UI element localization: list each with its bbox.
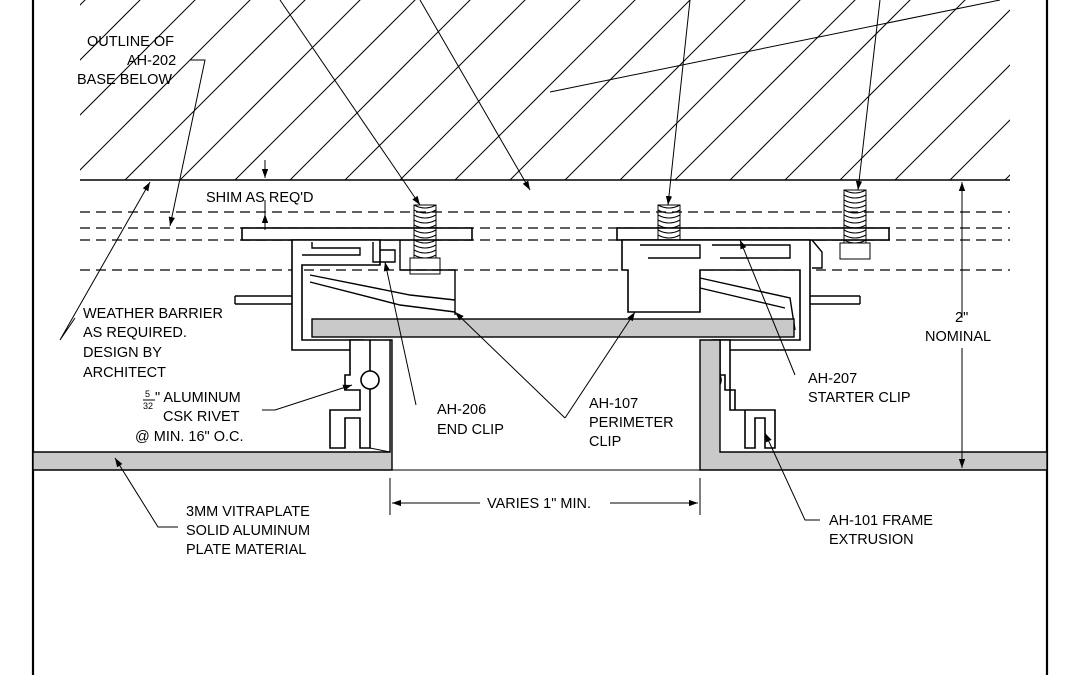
svg-text:NOMINAL: NOMINAL [925, 329, 991, 345]
callout-weather-barrier: WEATHER BARRIER AS REQUIRED. DESIGN BY A… [83, 306, 223, 381]
svg-text:2": 2" [955, 310, 968, 326]
svg-text:END CLIP: END CLIP [437, 422, 504, 438]
hatch-line [1050, 0, 1080, 190]
svg-text:" ALUMINUM: " ALUMINUM [155, 390, 241, 406]
hatch-line [124, 0, 306, 180]
svg-text:EXTRUSION: EXTRUSION [829, 532, 914, 548]
callout-vitraplate: 3MM VITRAPLATE SOLID ALUMINUM PLATE MATE… [186, 504, 310, 558]
hatch-line [80, 0, 251, 171]
hatch-line [894, 64, 1010, 180]
end-clip-extrusion [234, 239, 456, 351]
perimeter-clip-plate [311, 318, 795, 338]
svg-text:SOLID ALUMINUM: SOLID ALUMINUM [186, 523, 310, 539]
starter-clip-extrusion [621, 239, 861, 351]
svg-text:32: 32 [143, 401, 153, 411]
callout-end-clip: AH-206 END CLIP [437, 402, 504, 438]
hatch-line [179, 0, 361, 180]
svg-text:ARCHITECT: ARCHITECT [83, 365, 166, 381]
svg-text:CLIP: CLIP [589, 434, 621, 450]
hatch-line [839, 9, 1010, 180]
screw [839, 189, 871, 260]
hatch-line [729, 0, 911, 180]
hatch-line [949, 119, 1010, 180]
svg-text:5: 5 [145, 389, 150, 399]
hatch-line [80, 0, 141, 61]
svg-text:STARTER CLIP: STARTER CLIP [808, 390, 911, 406]
hatch-line [619, 0, 801, 180]
callout-frame-extrusion: AH-101 FRAME EXTRUSION [829, 513, 933, 548]
hatch-line [1004, 174, 1010, 180]
callout-nominal: 2" NOMINAL [925, 310, 991, 345]
svg-text:AS REQUIRED.: AS REQUIRED. [83, 325, 187, 341]
svg-text:AH-202: AH-202 [127, 53, 176, 69]
hatch-line [399, 0, 581, 180]
callout-rivet: 5 32 " ALUMINUM CSK RIVET @ MIN. 16" O.C… [135, 389, 244, 445]
svg-text:@ MIN. 16" O.C.: @ MIN. 16" O.C. [135, 429, 244, 445]
dashed-outline-lines [80, 211, 1010, 271]
callout-shim: SHIM AS REQ'D [206, 190, 314, 206]
svg-text:PERIMETER: PERIMETER [589, 415, 674, 431]
svg-text:WEATHER BARRIER: WEATHER BARRIER [83, 306, 223, 322]
svg-text:BASE BELOW: BASE BELOW [77, 72, 172, 88]
dimension-varies [389, 478, 701, 515]
svg-text:3MM VITRAPLATE: 3MM VITRAPLATE [186, 504, 310, 520]
svg-text:DESIGN BY: DESIGN BY [83, 345, 162, 361]
callout-varies: VARIES 1" MIN. [487, 496, 591, 512]
hatch-line [80, 0, 86, 6]
hatch-line [784, 0, 966, 180]
screw [409, 204, 441, 275]
svg-text:PLATE MATERIAL: PLATE MATERIAL [186, 542, 306, 558]
svg-text:AH-101 FRAME: AH-101 FRAME [829, 513, 933, 529]
callout-perimeter-clip: AH-107 PERIMETER CLIP [589, 396, 674, 450]
leader-lines [59, 0, 1001, 528]
svg-text:CSK RIVET: CSK RIVET [163, 409, 240, 425]
hatch-line [80, 0, 196, 116]
hatch-line [509, 0, 691, 180]
hatch-line [454, 0, 636, 180]
frame-extrusion-left [32, 339, 393, 471]
callout-outline-base: OUTLINE OF AH-202 BASE BELOW [77, 34, 176, 88]
hatch-line [234, 0, 416, 180]
clip-base-plates [241, 227, 890, 241]
substrate-hatch [80, 0, 1080, 190]
svg-text:AH-206: AH-206 [437, 402, 486, 418]
svg-text:OUTLINE OF: OUTLINE OF [87, 34, 174, 50]
svg-text:AH-107: AH-107 [589, 396, 638, 412]
hatch-line [289, 0, 471, 180]
callout-starter-clip: AH-207 STARTER CLIP [808, 371, 911, 406]
hatch-line [564, 0, 746, 180]
svg-text:AH-207: AH-207 [808, 371, 857, 387]
hatch-line [344, 0, 526, 180]
dimension-nominal [945, 179, 970, 471]
drawing-border [31, 0, 1049, 675]
hatch-line [674, 0, 856, 180]
